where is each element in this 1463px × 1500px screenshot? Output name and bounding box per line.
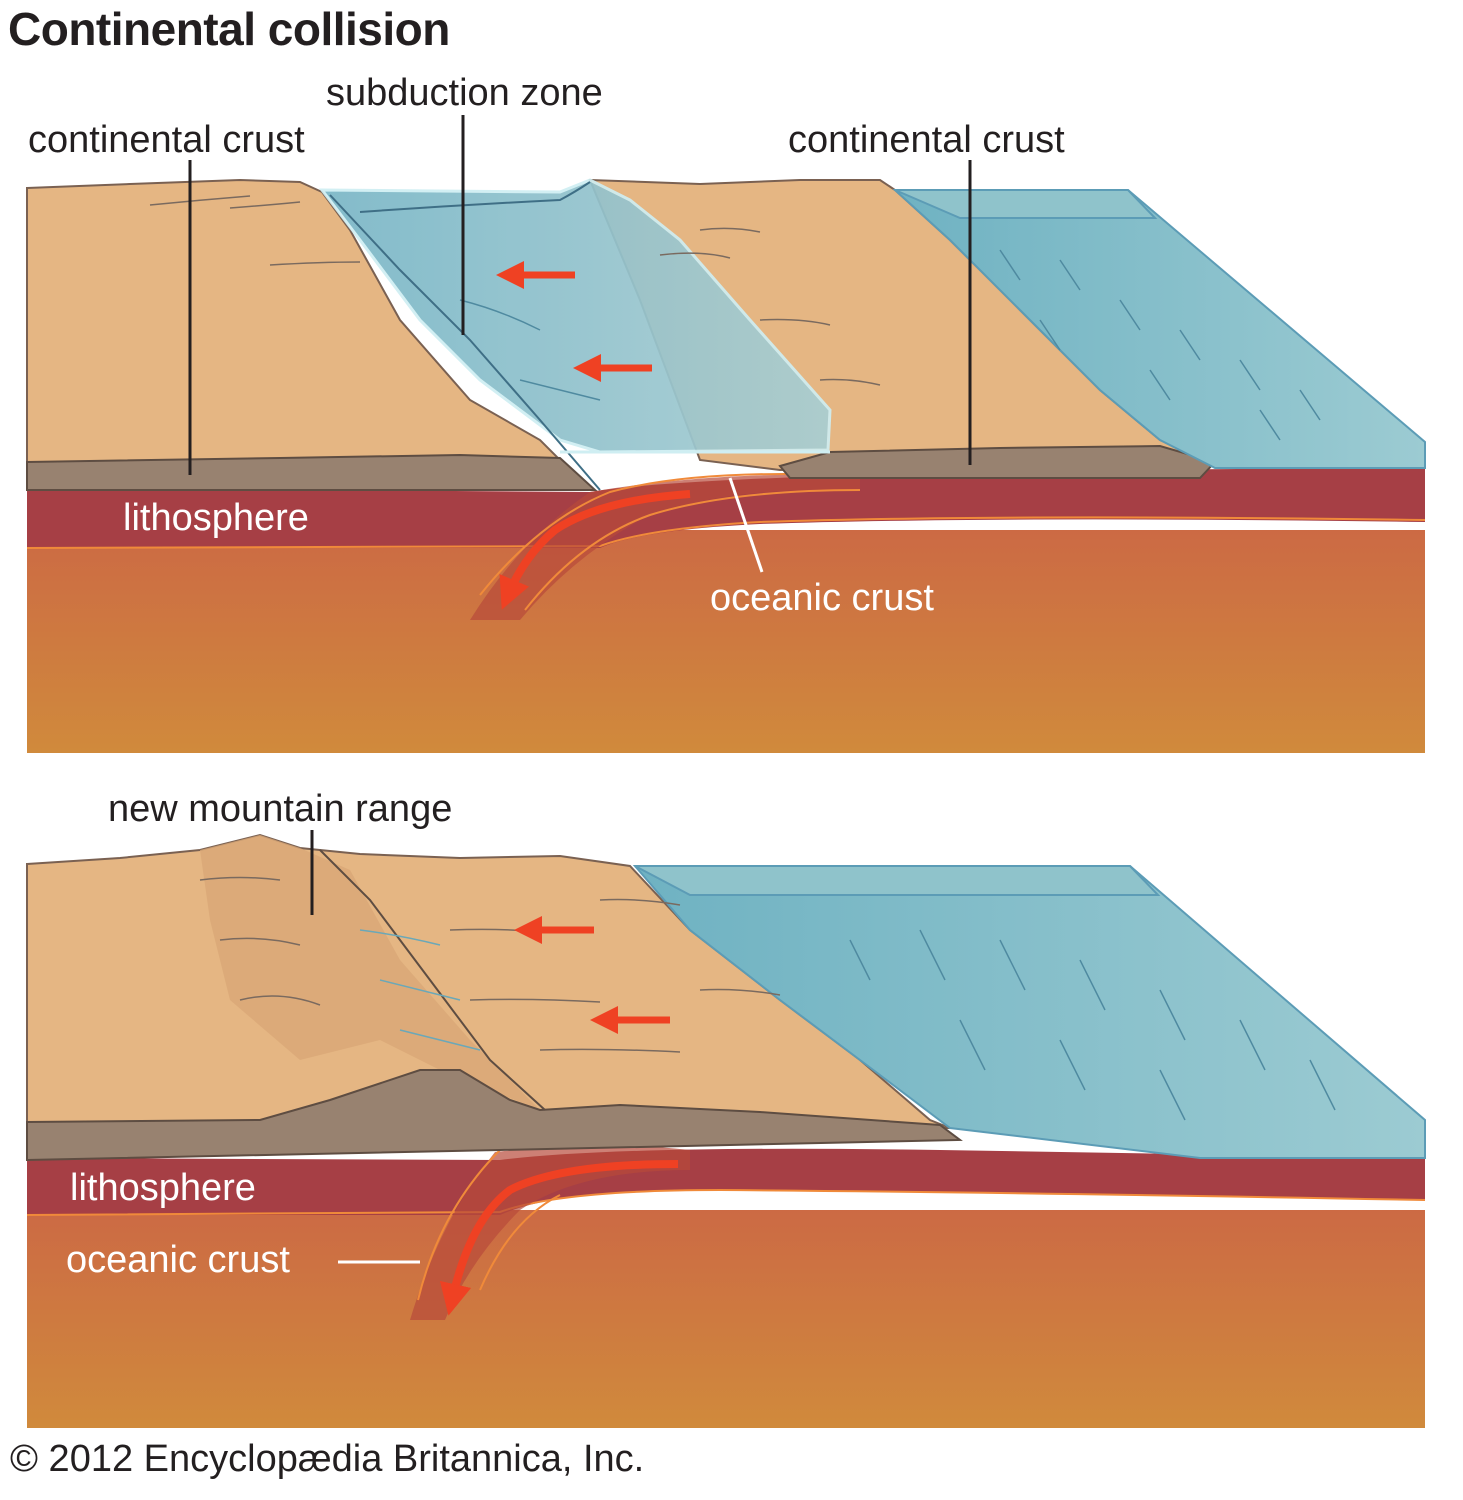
ocean-surface <box>634 865 1161 896</box>
slab-edge-lower <box>524 489 861 611</box>
subduction-arrow <box>439 1160 679 1316</box>
water-texture <box>459 249 1321 441</box>
subducting-slab <box>410 1145 690 1320</box>
crust-base <box>26 1069 963 1162</box>
land-texture <box>199 876 781 1053</box>
mantle <box>27 1210 1425 1428</box>
lithosphere-layer <box>27 1148 1425 1215</box>
land-texture <box>149 195 881 386</box>
slab-edge-lower <box>479 1194 561 1291</box>
lithosphere-boundary <box>26 1188 1426 1216</box>
right-crust-base <box>778 444 1217 479</box>
mantle <box>27 530 1425 753</box>
label-oceanic-crust: oceanic crust <box>710 577 934 619</box>
slab-edge <box>479 473 861 596</box>
lithosphere-boundary <box>26 516 1426 549</box>
label-lithosphere: lithosphere <box>70 1167 256 1209</box>
label-continental-crust-left: continental crust <box>28 119 305 161</box>
left-crust-base <box>26 453 598 491</box>
subducting-slab <box>470 474 860 620</box>
label-lithosphere: lithosphere <box>123 497 309 539</box>
copyright-notice: © 2012 Encyclopædia Britannica, Inc. <box>10 1438 645 1480</box>
leader-line <box>728 477 764 573</box>
ocean <box>632 865 1426 1159</box>
right-ocean-surface <box>894 189 1158 219</box>
lithosphere-layer <box>27 468 1425 548</box>
label-subduction-zone: subduction zone <box>326 72 603 114</box>
label-continental-crust-right: continental crust <box>788 119 1065 161</box>
slab-edge <box>417 1149 501 1301</box>
water-texture <box>849 929 1336 1121</box>
label-oceanic-crust: oceanic crust <box>66 1239 290 1281</box>
label-new-mountain-range: new mountain range <box>108 788 452 830</box>
trench-line <box>329 194 601 491</box>
mountain-fold-zone <box>200 835 540 1110</box>
suture-line <box>319 849 546 1111</box>
right-ocean <box>892 189 1426 469</box>
subduction-arrow <box>499 490 691 610</box>
closing-ocean <box>318 178 832 454</box>
bottom-panel: new mountain range lithosphere oceanic c… <box>26 788 1426 1428</box>
top-panel: continental crust subduction zone contin… <box>26 72 1426 753</box>
page-title: Continental collision <box>8 3 450 55</box>
fold-texture <box>359 929 481 1051</box>
trough-surface-line <box>359 181 591 213</box>
